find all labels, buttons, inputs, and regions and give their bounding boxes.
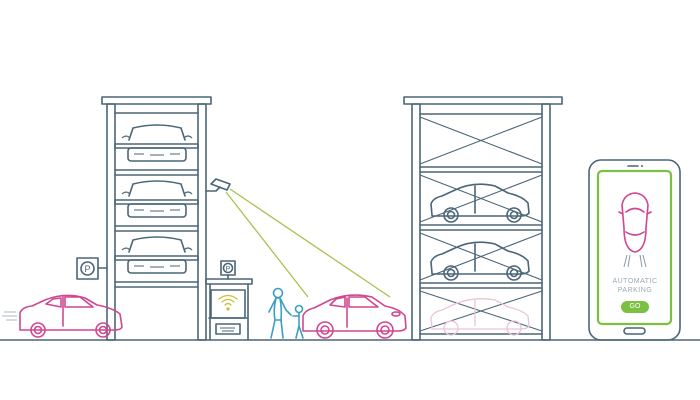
car-front-level1 [114, 124, 199, 162]
car-front-level3 [114, 236, 199, 274]
parking-sign-left: P [76, 257, 108, 280]
car-arriving-left [2, 294, 123, 338]
app-label: AUTOMATIC PARKING [600, 277, 670, 295]
app-label-line2: PARKING [617, 287, 653, 294]
wifi-icon [218, 294, 238, 311]
car-side-level2 [430, 183, 530, 223]
parking-sign-left-letter: P [84, 264, 90, 274]
person-adult [268, 287, 292, 339]
car-topview-icon [618, 192, 652, 268]
person-child [292, 304, 304, 339]
security-camera [205, 178, 231, 192]
car-side-faded-ground [430, 298, 530, 336]
motion-lines-icon [2, 311, 17, 321]
ticket-kiosk: P [205, 260, 253, 341]
left-parking-tower [101, 96, 212, 341]
smartphone [588, 159, 681, 341]
car-front-level2 [114, 180, 199, 218]
app-label-line1: AUTOMATIC [612, 278, 658, 285]
car-parking-center [302, 294, 407, 339]
parking-sign-kiosk-letter: P [226, 266, 231, 273]
go-button[interactable]: GO [621, 301, 649, 313]
camera-beam [225, 188, 391, 298]
car-side-level3 [430, 241, 530, 281]
right-parking-tower [403, 96, 563, 341]
